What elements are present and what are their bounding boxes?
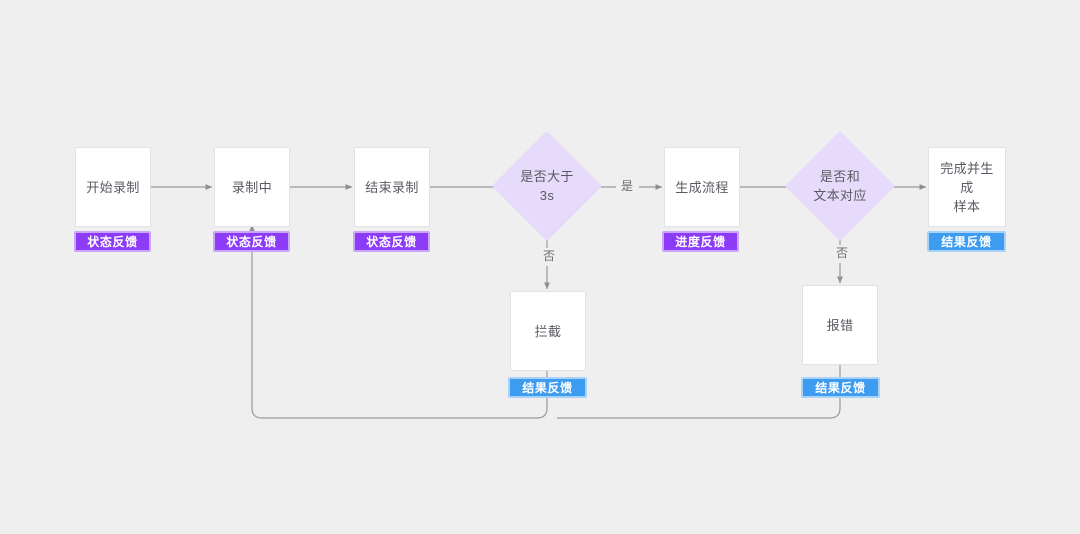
badge-error[interactable]: 结果反馈 — [801, 377, 880, 398]
node-label: 生成流程 — [675, 179, 729, 195]
edge-label-no-text: 否 — [833, 246, 852, 261]
badge-intercept[interactable]: 结果反馈 — [508, 377, 587, 398]
node-generate-process[interactable]: 生成流程 — [664, 147, 740, 227]
node-finish-sample[interactable]: 完成并生成样本 — [928, 147, 1006, 227]
edge-intercept-return — [251, 255, 548, 419]
badge-label: 状态反馈 — [366, 235, 417, 249]
node-label: 拦截 — [534, 323, 562, 339]
node-recording[interactable]: 录制中 — [214, 147, 290, 227]
badge-finish-sample[interactable]: 结果反馈 — [927, 231, 1006, 252]
node-label: 完成并生成样本 — [940, 160, 994, 214]
edge-label-yes: 是 — [618, 179, 637, 194]
badge-label: 结果反馈 — [815, 381, 866, 395]
edge-error-return — [557, 398, 841, 419]
node-start-recording[interactable]: 开始录制 — [75, 147, 151, 227]
badge-generate-process[interactable]: 进度反馈 — [662, 231, 739, 252]
badge-label: 状态反馈 — [226, 235, 277, 249]
node-label: 录制中 — [231, 179, 273, 195]
edge-label-no-3s: 否 — [540, 249, 559, 264]
badge-start-recording[interactable]: 状态反馈 — [74, 231, 151, 252]
node-end-recording[interactable]: 结束录制 — [354, 147, 430, 227]
node-label: 开始录制 — [86, 179, 140, 195]
node-label: 是否和文本对应 — [813, 169, 867, 203]
node-label: 报错 — [826, 317, 854, 333]
badge-recording[interactable]: 状态反馈 — [213, 231, 290, 252]
badge-label: 结果反馈 — [522, 381, 573, 395]
node-intercept[interactable]: 拦截 — [510, 291, 586, 371]
badge-label: 状态反馈 — [87, 235, 138, 249]
node-label: 结束录制 — [365, 179, 419, 195]
badge-label: 进度反馈 — [675, 235, 726, 249]
badge-label: 结果反馈 — [941, 235, 992, 249]
node-matches-text[interactable]: 是否和文本对应 — [784, 130, 896, 242]
node-error[interactable]: 报错 — [802, 285, 878, 365]
badge-end-recording[interactable]: 状态反馈 — [353, 231, 430, 252]
